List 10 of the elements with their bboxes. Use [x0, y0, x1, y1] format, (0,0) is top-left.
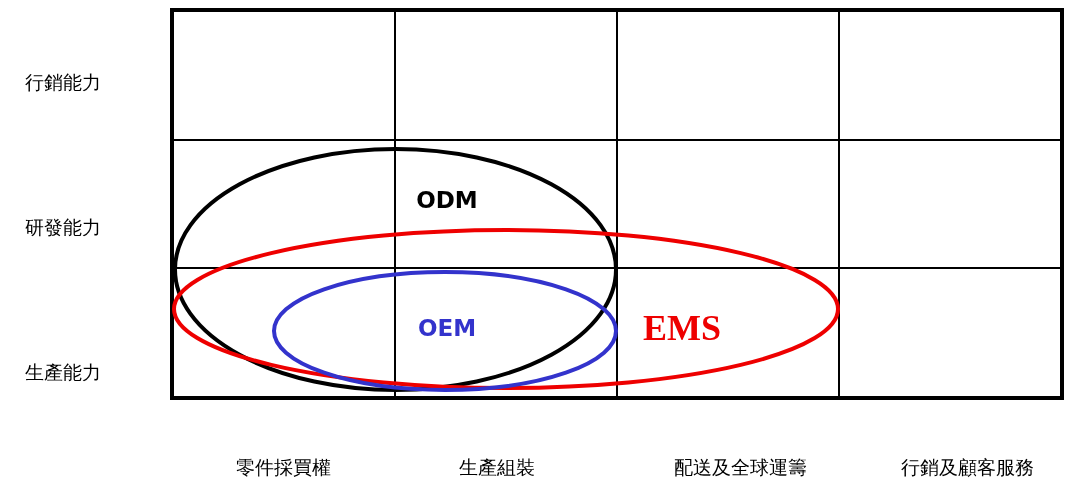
column-label: 零件採買權 — [235, 457, 331, 477]
row-label: 行銷能力 — [25, 72, 101, 92]
column-label: 生產組裝 — [459, 457, 535, 477]
column-label: 配送及全球運籌 — [673, 457, 807, 477]
column-label: 行銷及顧客服務 — [900, 457, 1034, 477]
ellipse-label: ODM — [416, 187, 478, 213]
row-label: 生產能力 — [25, 362, 101, 382]
row-label: 研發能力 — [25, 217, 101, 237]
ellipse-label: EMS — [643, 307, 721, 349]
ellipse-label: OEM — [417, 315, 477, 341]
